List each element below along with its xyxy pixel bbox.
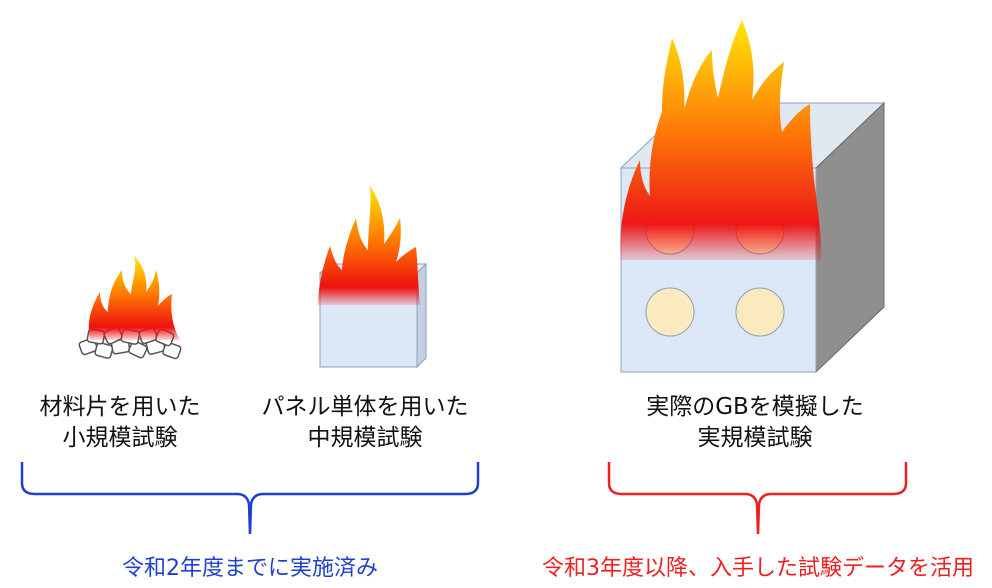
hole-bottom-left [645,287,695,337]
planned-group-label: 令和3年度以降、入手した試験データを活用 [542,556,974,581]
full-scale-test-line2: 実規模試験 [697,425,813,451]
small-scale-test-line1: 材料片を用いた [39,394,201,420]
full-scale-test-illustration [619,20,886,374]
medium-scale-test-line2: 中規模試験 [307,425,423,451]
full-scale-test-line1: 実際のGBを模擬した [646,394,864,420]
full-scale-test-label: 実際のGBを模擬した 実規模試験 [620,392,890,454]
medium-scale-test-line1: パネル単体を用いた [261,394,469,420]
small-flame-icon [88,256,180,340]
medium-scale-test-label: パネル単体を用いた 中規模試験 [248,392,482,454]
red-brace [607,462,908,535]
small-scale-test-label: 材料片を用いた 小規模試験 [30,392,210,454]
medium-scale-test-illustration [318,186,428,369]
large-flame-icon [620,20,822,260]
small-scale-test-illustration [78,256,182,360]
hole-bottom-right [735,287,785,337]
blue-brace [20,462,480,535]
panel-side-face [416,262,427,369]
completed-group-label: 令和2年度までに実施済み [122,556,378,581]
medium-flame-icon [318,186,420,305]
small-scale-test-line2: 小規模試験 [62,425,178,451]
